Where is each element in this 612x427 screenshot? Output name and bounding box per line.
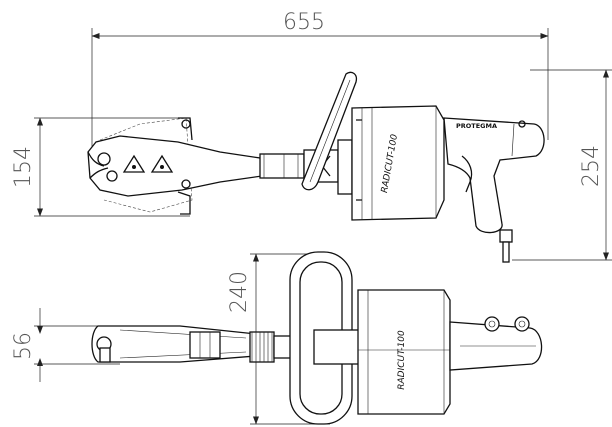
side-view: RADICUT-100 PROTEGMA (87, 71, 545, 263)
dimension-head-height: 154 (11, 117, 190, 217)
top-motor-housing: RADICUT-100 (357, 289, 451, 415)
dimension-total-length: 655 (91, 10, 549, 148)
cutter-head (87, 117, 263, 215)
dimension-handle-width: 240 (227, 253, 330, 425)
dimension-head-height-label: 154 (11, 146, 36, 188)
dimension-handle-width-label: 240 (227, 271, 252, 313)
dimension-tool-height: 254 (512, 69, 612, 261)
bent-handle (301, 71, 358, 191)
dimension-head-thickness-label: 56 (11, 332, 36, 360)
warning-sign-icon (122, 154, 174, 173)
model-label-top: RADICUT-100 (397, 330, 407, 390)
motor-housing: RADICUT-100 (351, 105, 445, 221)
top-cutter-head (91, 325, 257, 363)
brand-label: PROTEGMA (456, 122, 497, 130)
top-view: RADICUT-100 (91, 251, 543, 425)
pistol-grip: PROTEGMA (443, 117, 545, 263)
dimension-head-thickness: 56 (11, 308, 120, 382)
dimension-total-length-label: 655 (283, 10, 325, 35)
top-rear-grip (449, 316, 543, 371)
dimension-tool-height-label: 254 (579, 145, 604, 187)
loop-handle (289, 251, 361, 425)
